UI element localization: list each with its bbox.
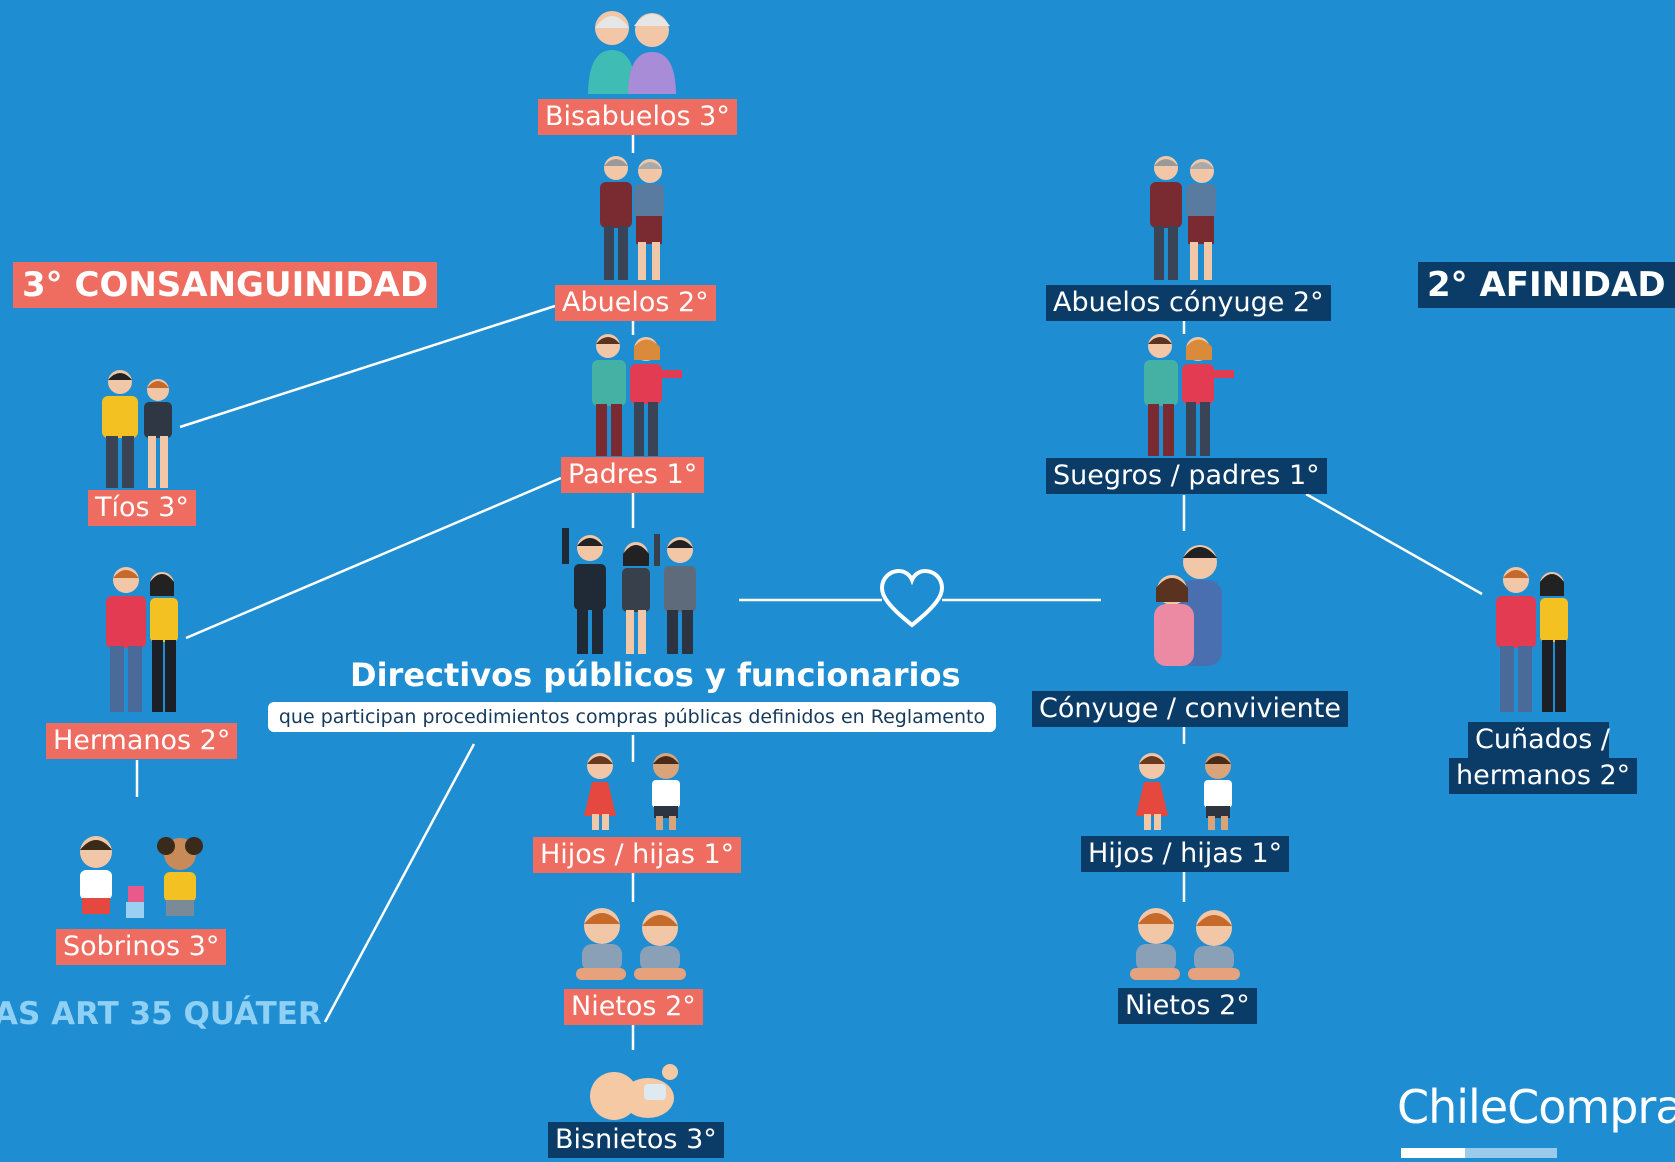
toddlers-icon bbox=[1130, 908, 1240, 980]
couple-icon bbox=[1496, 567, 1568, 712]
brand-logo: ChileCompra bbox=[1397, 1080, 1675, 1134]
center-title: Directivos públicos y funcionarios bbox=[350, 656, 961, 694]
label-conyuge: Cónyuge / conviviente bbox=[1032, 691, 1348, 727]
children-icon bbox=[584, 753, 680, 830]
label-cunados-line1: Cuñados / bbox=[1468, 722, 1610, 758]
elderly-couple-icon bbox=[588, 11, 676, 94]
baby-icon bbox=[590, 1064, 678, 1120]
label-nietos: Nietos 2° bbox=[564, 989, 703, 1025]
hugging-couple-icon bbox=[1154, 545, 1222, 666]
brand-logo-bar bbox=[1401, 1143, 1561, 1158]
couple-icon bbox=[106, 567, 178, 712]
consanguinity-heading: 3° CONSANGUINIDAD bbox=[13, 262, 438, 308]
label-hijos: Hijos / hijas 1° bbox=[533, 837, 742, 873]
couple-icon bbox=[600, 156, 664, 280]
label-hermanos: Hermanos 2° bbox=[46, 723, 238, 759]
children-icon bbox=[1136, 753, 1232, 830]
affinity-heading: 2° AFINIDAD bbox=[1418, 262, 1675, 308]
label-bisabuelos: Bisabuelos 3° bbox=[538, 99, 737, 135]
officials-icon bbox=[562, 528, 696, 654]
children-icon bbox=[80, 836, 203, 918]
label-abuelos-conyuge: Abuelos cónyuge 2° bbox=[1046, 285, 1331, 321]
label-cunados-line2: hermanos 2° bbox=[1449, 758, 1638, 794]
article-heading: AS ART 35 QUÁTER bbox=[0, 996, 322, 1032]
label-tios: Tíos 3° bbox=[88, 490, 196, 526]
label-hijos-afinidad: Hijos / hijas 1° bbox=[1081, 836, 1290, 872]
label-nietos-afinidad: Nietos 2° bbox=[1118, 988, 1257, 1024]
toddlers-icon bbox=[576, 908, 686, 980]
couple-icon bbox=[592, 334, 682, 456]
label-padres: Padres 1° bbox=[561, 457, 705, 493]
label-abuelos: Abuelos 2° bbox=[555, 285, 716, 321]
label-sobrinos: Sobrinos 3° bbox=[56, 929, 227, 965]
label-bisnietos: Bisnietos 3° bbox=[548, 1122, 724, 1158]
couple-icon bbox=[102, 370, 172, 488]
couple-icon bbox=[1144, 334, 1234, 456]
elderly-couple-icon bbox=[1150, 156, 1216, 280]
center-subtitle: que participan procedimientos compras pú… bbox=[268, 702, 996, 732]
heart-icon bbox=[879, 568, 945, 628]
label-suegros: Suegros / padres 1° bbox=[1046, 458, 1327, 494]
